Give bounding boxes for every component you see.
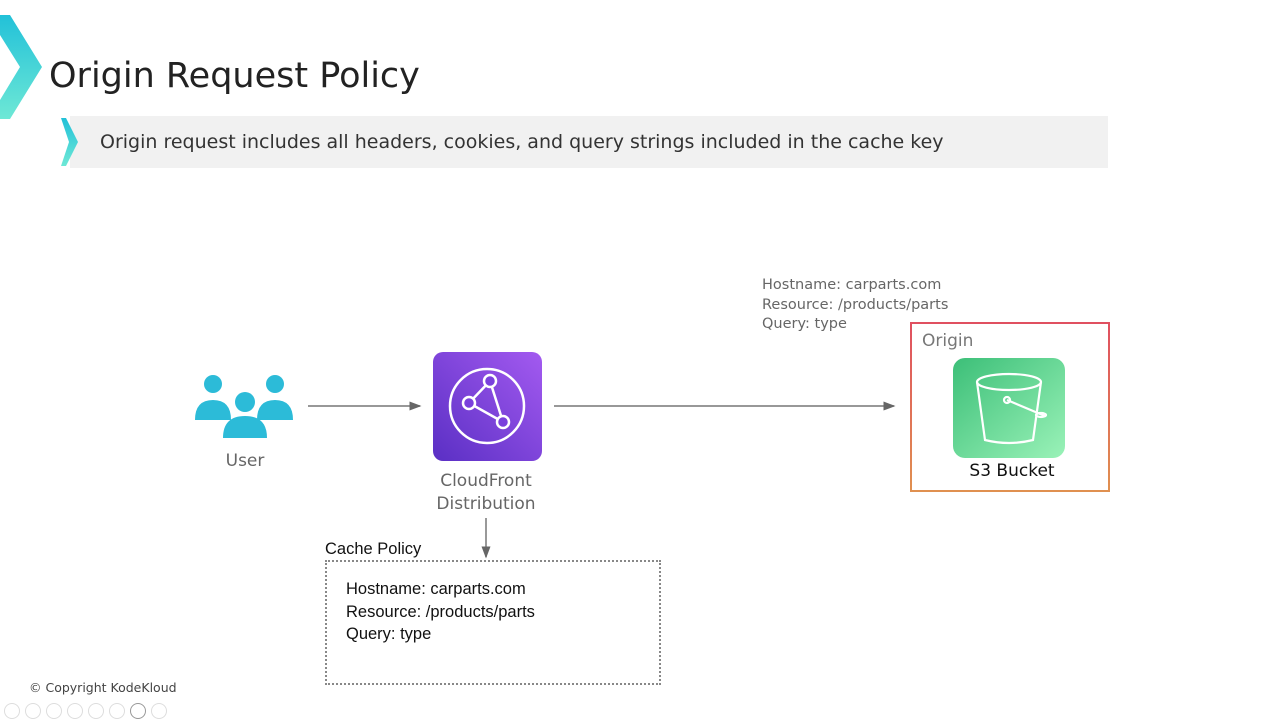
cache-line: Query: type [346, 625, 432, 643]
copyright: © Copyright KodeKloud [29, 680, 177, 695]
s3-bucket-icon [953, 358, 1065, 458]
cache-policy-title: Cache Policy [325, 540, 422, 558]
zoom-icon[interactable] [88, 703, 104, 719]
banner-text: Origin request includes all headers, coo… [100, 131, 944, 153]
banner [70, 116, 1108, 168]
slide-controls[interactable] [4, 703, 172, 723]
s3-label: S3 Bucket [969, 461, 1055, 481]
chevron-logo-icon [0, 15, 42, 119]
camera-icon[interactable] [130, 703, 146, 719]
more-icon[interactable] [151, 703, 167, 719]
next-icon[interactable] [25, 703, 41, 719]
cache-line: Hostname: carparts.com [346, 580, 526, 598]
user-label: User [225, 451, 265, 471]
info-line: Resource: /products/parts [762, 296, 949, 313]
cloudfront-icon [433, 352, 542, 461]
origin-label: Origin [922, 331, 974, 351]
screen-icon[interactable] [109, 703, 125, 719]
info-line: Hostname: carparts.com [762, 277, 942, 293]
cache-policy-box [325, 560, 661, 685]
users-icon [195, 375, 293, 438]
cloudfront-label-line: CloudFront [440, 471, 532, 491]
pen-icon[interactable] [46, 703, 62, 719]
cloudfront-label-line: Distribution [436, 494, 536, 514]
cache-line: Resource: /products/parts [346, 602, 535, 621]
banner-chevron-icon [61, 118, 78, 166]
info-line: Query: type [762, 316, 847, 332]
copy-icon[interactable] [67, 703, 83, 719]
page-title: Origin Request Policy [49, 56, 420, 96]
prev-icon[interactable] [4, 703, 20, 719]
